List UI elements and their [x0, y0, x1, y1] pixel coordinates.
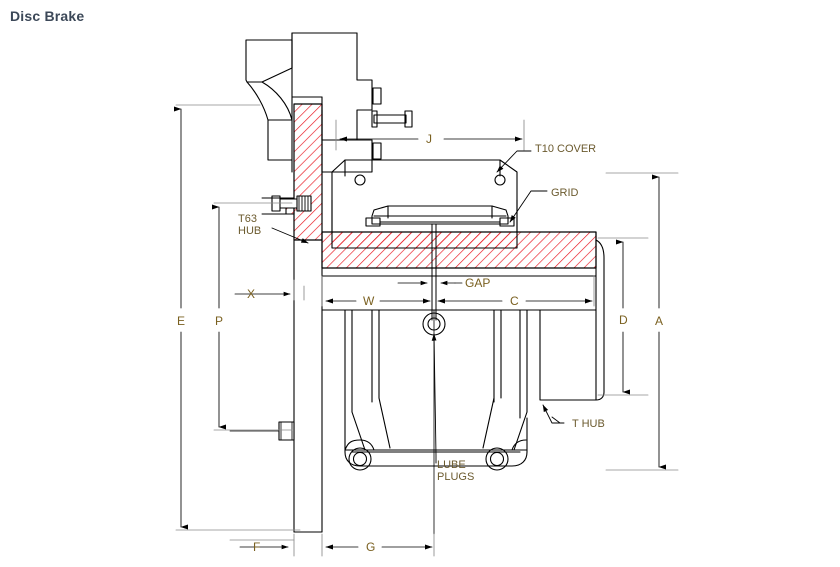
lower-flange-bolt: [229, 421, 295, 441]
hub-clamp-bolt: [271, 195, 312, 212]
t-hub-block: [539, 239, 605, 401]
label-t-hub: T HUB: [572, 418, 605, 430]
dim-label-f: F: [253, 540, 260, 554]
label-t63-hub-line2: HUB: [238, 225, 261, 237]
t10-cover: [331, 159, 518, 233]
dimension-lines: [173, 104, 679, 557]
leader-lines: [271, 150, 565, 464]
label-lube-plugs-line1: LUBE: [437, 459, 466, 471]
dim-label-a: A: [655, 314, 663, 328]
label-t10-cover: T10 COVER: [535, 143, 596, 155]
dim-label-c: C: [510, 294, 519, 308]
label-lube-plugs-line2: PLUGS: [437, 471, 474, 483]
cover-exterior-view: [293, 267, 597, 535]
label-grid: GRID: [551, 187, 579, 199]
dim-label-w: W: [363, 294, 375, 308]
dim-label-e: E: [177, 314, 185, 328]
label-texts: T10 COVER GRID T63 HUB T HUB LUBE PLUGS …: [177, 132, 663, 554]
dim-label-j: J: [426, 132, 432, 146]
dim-label-gap: GAP: [465, 276, 490, 290]
dim-label-g: G: [366, 540, 375, 554]
dim-label-p: P: [215, 314, 223, 328]
grid-element: [365, 205, 515, 227]
dim-label-d: D: [619, 313, 628, 327]
brake-caliper-body: [245, 32, 413, 173]
page-title: Disc Brake: [10, 8, 85, 24]
dim-label-x: X: [247, 287, 255, 301]
label-t63-hub-line1: T63: [238, 213, 257, 225]
